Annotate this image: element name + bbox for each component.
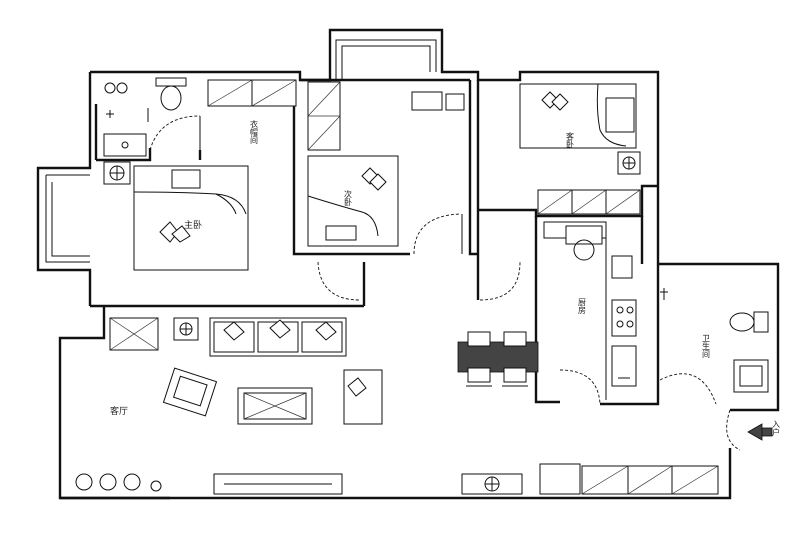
- doors: [149, 115, 741, 451]
- room-label-guest-bedroom: 客卧: [566, 131, 575, 149]
- room-label-bathroom: 卫生间: [702, 334, 711, 359]
- entry-arrow-icon: [747, 423, 763, 441]
- pillow: [605, 97, 635, 133]
- pillow: [325, 225, 357, 241]
- desk: [445, 93, 465, 111]
- fridge: [611, 345, 637, 387]
- bathroom: 卫生间: [660, 288, 769, 393]
- sink-icon: [565, 225, 603, 245]
- entry-area: 入户: [461, 420, 781, 495]
- plant-icon: [75, 473, 93, 491]
- room-label-entrance: 入户: [772, 420, 781, 437]
- master-bedroom: 主卧: [103, 161, 249, 271]
- room-label-master-bedroom: 主卧: [184, 219, 202, 231]
- desk-chair: [411, 91, 443, 111]
- chair: [467, 331, 491, 347]
- cabinet: [539, 463, 581, 495]
- plant-icon: [99, 473, 117, 491]
- toilet-tank: [155, 77, 187, 87]
- top-balcony: [335, 39, 437, 80]
- guest-bedroom: 客卧: [519, 83, 641, 215]
- chair: [503, 367, 527, 383]
- plant-icon: [123, 473, 141, 491]
- bed-pillow-icon: [541, 91, 569, 111]
- toilet-icon: [729, 312, 755, 332]
- bed-pillow-icon: [361, 167, 387, 191]
- basin-icon: [104, 82, 116, 94]
- room-label-cloakroom: 衣帽间: [250, 119, 259, 145]
- chair: [467, 367, 491, 383]
- interior-walls: [90, 78, 660, 406]
- living-room: 客厅: [75, 317, 383, 495]
- plant-icon: [150, 480, 162, 492]
- dining-table-icon: [457, 341, 539, 373]
- basin-icon: [116, 82, 128, 94]
- tap-icon: [573, 239, 595, 261]
- sink-icon: [103, 133, 147, 157]
- entry-arrow-tail: [761, 427, 773, 437]
- toilet-icon: [160, 85, 182, 111]
- room-label-living-room: 客厅: [110, 405, 128, 417]
- cloakroom: 衣帽间: [207, 79, 297, 145]
- armchair-icon: [162, 367, 218, 417]
- stove-icon: [611, 299, 637, 337]
- appliance: [611, 255, 633, 279]
- ottoman: [343, 369, 383, 425]
- ensuite-bathroom: [103, 77, 187, 157]
- pillow: [171, 169, 201, 189]
- bed-pillow-icon: [159, 221, 191, 243]
- toilet-tank: [753, 311, 769, 333]
- kitchen: 厨房: [543, 221, 637, 400]
- dining-area: [457, 331, 539, 387]
- left-balcony: [45, 174, 90, 263]
- room-label-kitchen: 厨房: [578, 298, 587, 315]
- room-label-second-bedroom: 次卧: [344, 189, 353, 207]
- chair: [503, 331, 527, 347]
- second-bedroom: 次卧: [307, 81, 465, 247]
- basin-icon: [733, 359, 769, 393]
